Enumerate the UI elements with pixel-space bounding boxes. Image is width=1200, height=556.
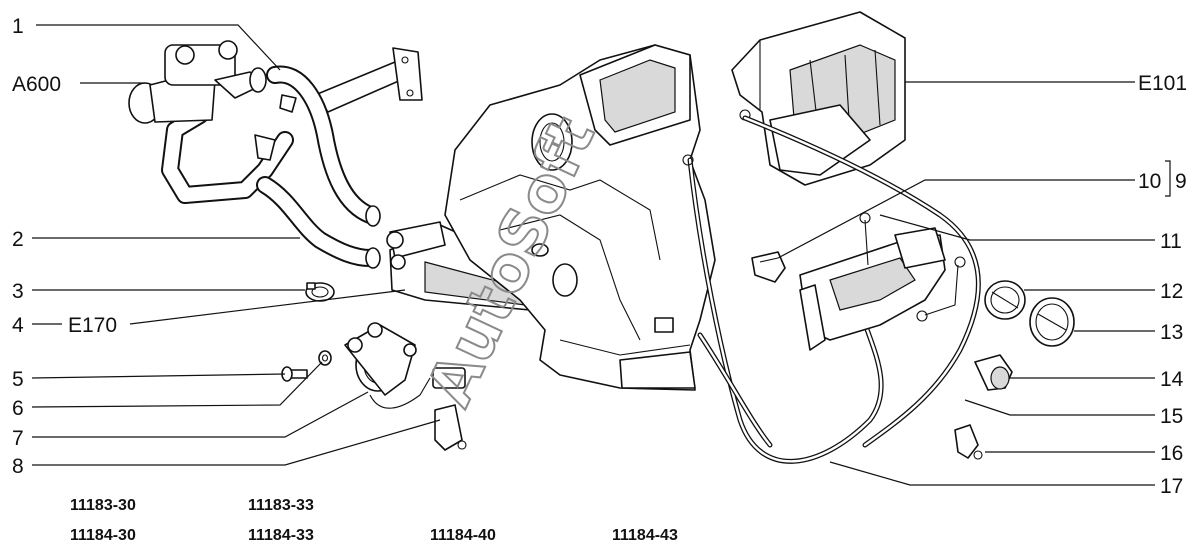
cable-clip-16: [954, 424, 983, 460]
callout-6: 6: [12, 397, 24, 420]
model-code: 11183-33: [248, 497, 314, 514]
screw-5: [281, 366, 308, 382]
model-code: 11184-40: [430, 527, 496, 544]
heater-pipe: [314, 47, 423, 113]
hose-2: [256, 176, 381, 269]
heater-housing: [444, 44, 716, 391]
callout-e170: E170: [68, 314, 117, 337]
callout-12: 12: [1160, 280, 1183, 303]
blower-fan: [731, 11, 906, 186]
callout-8: 8: [12, 455, 24, 478]
hose-clamp: [305, 282, 335, 302]
model-code: 11183-30: [70, 497, 136, 514]
cable-11: [742, 115, 981, 448]
knob-12: [984, 280, 1026, 320]
callout-1: 1: [12, 15, 24, 38]
callout-5: 5: [12, 368, 24, 391]
hose-1: [266, 65, 381, 227]
heater-tap-assembly: [128, 40, 294, 204]
heater-control-unit: [799, 212, 966, 351]
callout-10: 10: [1138, 170, 1161, 193]
callout-9: 9: [1175, 170, 1187, 193]
callout-a600: A600: [12, 73, 61, 96]
callout-14: 14: [1160, 368, 1184, 391]
callout-16: 16: [1160, 442, 1183, 465]
callout-13: 13: [1160, 321, 1183, 344]
callout-15: 15: [1160, 405, 1183, 428]
model-code: 11184-30: [70, 527, 136, 544]
bracket-8: [434, 404, 467, 451]
washer-6: [318, 350, 332, 366]
callout-4: 4: [12, 314, 24, 337]
callout-e101: E101: [1138, 72, 1187, 95]
control-bracket: [751, 251, 786, 283]
callout-17: 17: [1160, 475, 1183, 498]
callout-3: 3: [12, 280, 24, 303]
callout-7: 7: [12, 427, 24, 450]
model-code: 11184-43: [612, 527, 678, 544]
callout-2: 2: [12, 228, 24, 251]
cable-17: [682, 154, 884, 464]
gear-motor: [344, 322, 466, 409]
model-code: 11184-33: [248, 527, 314, 544]
leader-lines: [31, 24, 1171, 486]
callout-11: 11: [1160, 230, 1182, 253]
knob-13: [1029, 297, 1075, 347]
knob-14: [974, 354, 1013, 391]
